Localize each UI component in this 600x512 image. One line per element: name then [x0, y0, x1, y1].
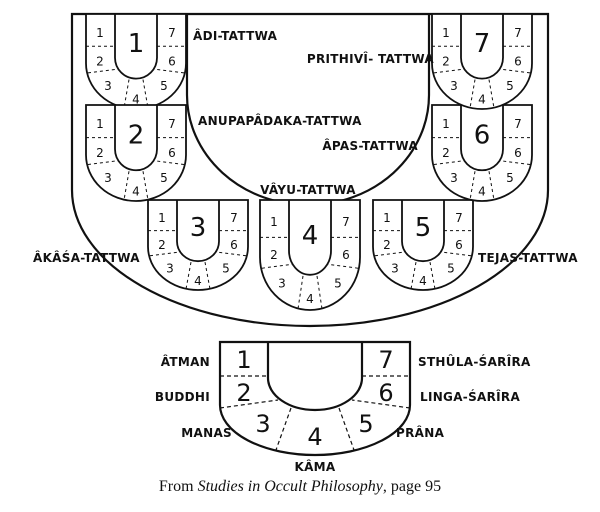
- unit-7: 1 23 4 56 7 7: [431, 13, 533, 110]
- legend-number-5: 5: [358, 410, 373, 438]
- unit-number: 7: [474, 29, 491, 59]
- unit-1: 1 23 4 56 7 1: [85, 13, 187, 110]
- cell-number: 6: [342, 248, 350, 262]
- anupapadaka-tattwa-label: ANUPAPÂDAKA-TATTWA: [198, 113, 362, 128]
- cell-number: 1: [158, 211, 166, 225]
- legend-label-atman: ÂTMAN: [161, 354, 210, 369]
- cell-number: 5: [506, 171, 514, 185]
- unit-number: 2: [128, 120, 145, 150]
- cell-number: 7: [168, 26, 176, 40]
- cell-number: 7: [514, 117, 522, 131]
- cell-number: 1: [442, 117, 450, 131]
- cell-number: 7: [230, 211, 238, 225]
- cell-number: 7: [342, 215, 350, 229]
- cell-number: 1: [383, 211, 391, 225]
- cell-number: 6: [168, 55, 176, 69]
- caption-title: Studies in Occult Philosophy: [197, 478, 383, 495]
- unit-number: 6: [474, 120, 491, 150]
- legend-label-prana: PRÂNA: [396, 425, 445, 440]
- cell-number: 2: [96, 146, 104, 160]
- cell-number: 1: [96, 117, 104, 131]
- vayu-tattwa-label: VÂYU-TATTWA: [260, 182, 356, 197]
- cell-number: 6: [514, 146, 522, 160]
- apas-tattwa-label: ÂPAS-TATTWA: [322, 138, 418, 153]
- caption-suffix: , page 95: [382, 478, 442, 495]
- adi-tattwa-label: ÂDI-TATTWA: [193, 28, 278, 43]
- unit-number: 5: [415, 213, 432, 243]
- cell-number: 5: [160, 79, 168, 93]
- cell-number: 6: [230, 238, 238, 252]
- legend-bowl: 1 2 3 4 5 6 7: [218, 340, 412, 457]
- cell-number: 7: [514, 26, 522, 40]
- tejas-tattwa-label: TEJAS-TATTWA: [478, 251, 578, 265]
- caption: From Studies in Occult Philosophy, page …: [0, 478, 600, 496]
- cell-number: 4: [478, 93, 486, 107]
- cell-number: 4: [419, 274, 427, 288]
- cell-number: 6: [168, 146, 176, 160]
- cell-number: 7: [168, 117, 176, 131]
- cell-number: 3: [450, 79, 458, 93]
- cell-number: 2: [270, 248, 278, 262]
- cell-number: 5: [447, 261, 455, 275]
- cell-number: 3: [278, 277, 286, 291]
- legend-label-kama: KÂMA: [294, 459, 335, 474]
- cell-number: 3: [104, 171, 112, 185]
- cell-number: 3: [166, 261, 174, 275]
- cell-number: 4: [132, 93, 140, 107]
- cell-number: 3: [450, 171, 458, 185]
- cell-number: 5: [222, 261, 230, 275]
- cell-number: 3: [391, 261, 399, 275]
- cell-number: 1: [96, 26, 104, 40]
- cell-number: 6: [514, 55, 522, 69]
- legend-label-linga: LINGA-ŚARÎRA: [420, 389, 520, 404]
- cell-number: 2: [158, 238, 166, 252]
- cell-number: 1: [442, 26, 450, 40]
- cell-number: 5: [506, 79, 514, 93]
- legend-label-buddhi: BUDDHI: [155, 390, 210, 404]
- cell-number: 3: [104, 79, 112, 93]
- cell-number: 2: [442, 146, 450, 160]
- legend-number-1: 1: [236, 346, 251, 374]
- cell-number: 2: [96, 55, 104, 69]
- cell-number: 2: [383, 238, 391, 252]
- cell-number: 4: [306, 292, 314, 306]
- legend-number-7: 7: [378, 346, 393, 374]
- unit-4: 1 2 3 4 5 6 7 4: [259, 199, 361, 311]
- cell-number: 5: [334, 277, 342, 291]
- unit-number: 1: [128, 29, 145, 59]
- legend-number-6: 6: [378, 379, 393, 407]
- legend-number-2: 2: [236, 379, 251, 407]
- prithivi-tattwa-label: PRITHIVÎ- TATTWA: [307, 51, 435, 66]
- unit-number: 4: [302, 221, 319, 251]
- cell-number: 4: [132, 184, 140, 198]
- cell-number: 5: [160, 171, 168, 185]
- unit-number: 3: [190, 213, 207, 243]
- akasa-tattwa-label: ÂKÂŚA-TATTWA: [33, 250, 140, 265]
- cell-number: 4: [478, 184, 486, 198]
- legend-label-manas: MANAS: [181, 426, 232, 440]
- cell-number: 6: [455, 238, 463, 252]
- legend-label-sthula: STHÛLA-ŚARÎRA: [418, 354, 531, 369]
- cell-number: 7: [455, 211, 463, 225]
- cell-number: 2: [442, 55, 450, 69]
- legend-number-3: 3: [255, 410, 270, 438]
- cell-number: 1: [270, 215, 278, 229]
- cell-number: 4: [194, 274, 202, 288]
- caption-prefix: From: [158, 478, 194, 495]
- legend-number-4: 4: [307, 423, 322, 451]
- outer-bowl: [70, 12, 550, 328]
